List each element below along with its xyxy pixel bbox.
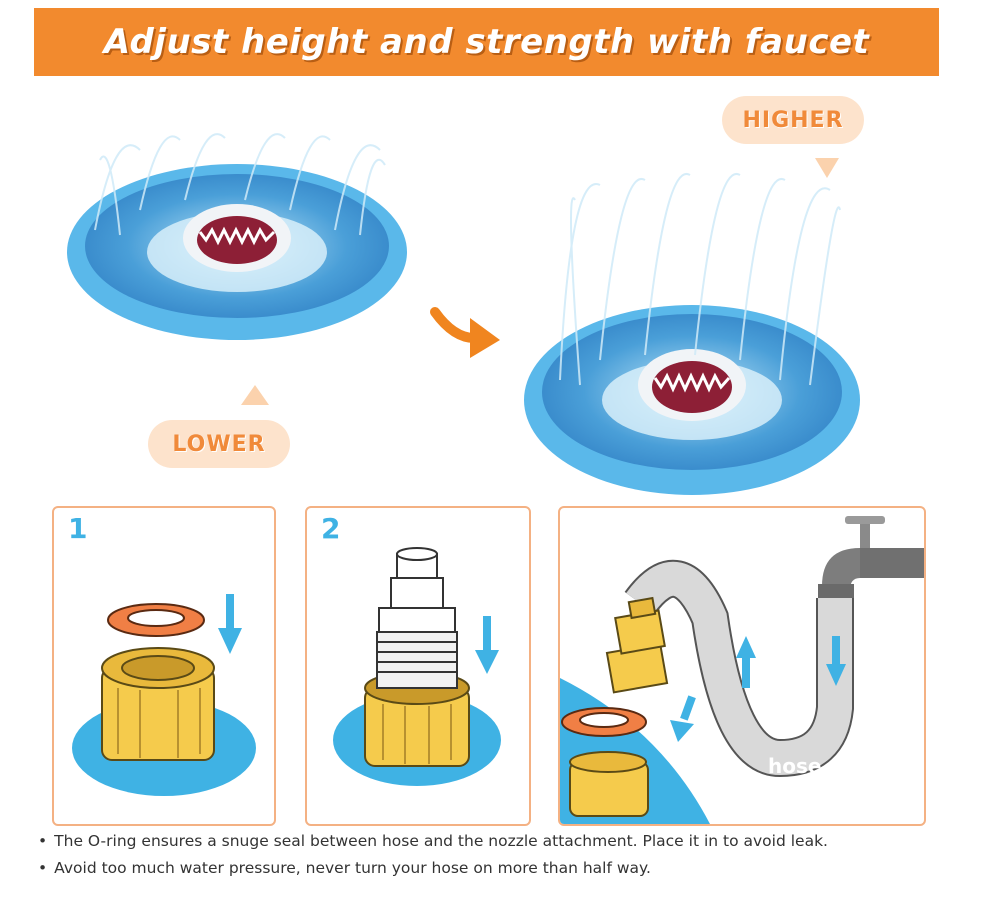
header-banner: Adjust height and strength with faucet [34, 8, 939, 76]
step-number-1: 1 [68, 512, 88, 545]
nozzle-adapter-icon [376, 547, 458, 689]
down-arrow-icon [218, 594, 242, 654]
up-triangle-icon [241, 385, 269, 405]
shark-face-icon [638, 349, 746, 421]
faucet-icon [818, 516, 924, 598]
page-title: Adjust height and strength with faucet [103, 22, 870, 62]
down-triangle-icon [815, 158, 839, 178]
step-panel-1: 1 [52, 506, 276, 826]
fitting-icon [101, 647, 215, 761]
hose-label: hose [768, 754, 822, 778]
step-number-2: 2 [321, 512, 341, 545]
hose-icon [624, 559, 854, 778]
hose-faucet-illustration [560, 516, 924, 824]
pool-scene [67, 133, 860, 495]
higher-label: HIGHER [722, 96, 864, 144]
down-arrow-icon [475, 616, 499, 674]
oring-fitting-illustration [72, 594, 256, 796]
oring-icon [561, 707, 647, 737]
up-arrow-icon [736, 636, 756, 688]
lower-label: LOWER [148, 420, 290, 468]
curved-arrow-icon [430, 307, 500, 358]
note-item: The O-ring ensures a snuge seal between … [38, 828, 978, 855]
pool-low [67, 133, 407, 340]
fitting-icon [569, 751, 649, 817]
notes-list: The O-ring ensures a snuge seal between … [38, 828, 978, 882]
step-panel-3: hose [558, 506, 926, 826]
down-arrow-icon [826, 636, 846, 686]
oring-icon [107, 603, 205, 637]
note-item: Avoid too much water pressure, never tur… [38, 855, 978, 882]
step-panel-2: 2 [305, 506, 531, 826]
pool-high [524, 172, 860, 495]
shark-face-icon [183, 204, 291, 272]
nozzle-adapter-icon [605, 596, 669, 694]
nozzle-fitting-illustration [333, 547, 501, 786]
down-arrow-icon [670, 695, 696, 742]
